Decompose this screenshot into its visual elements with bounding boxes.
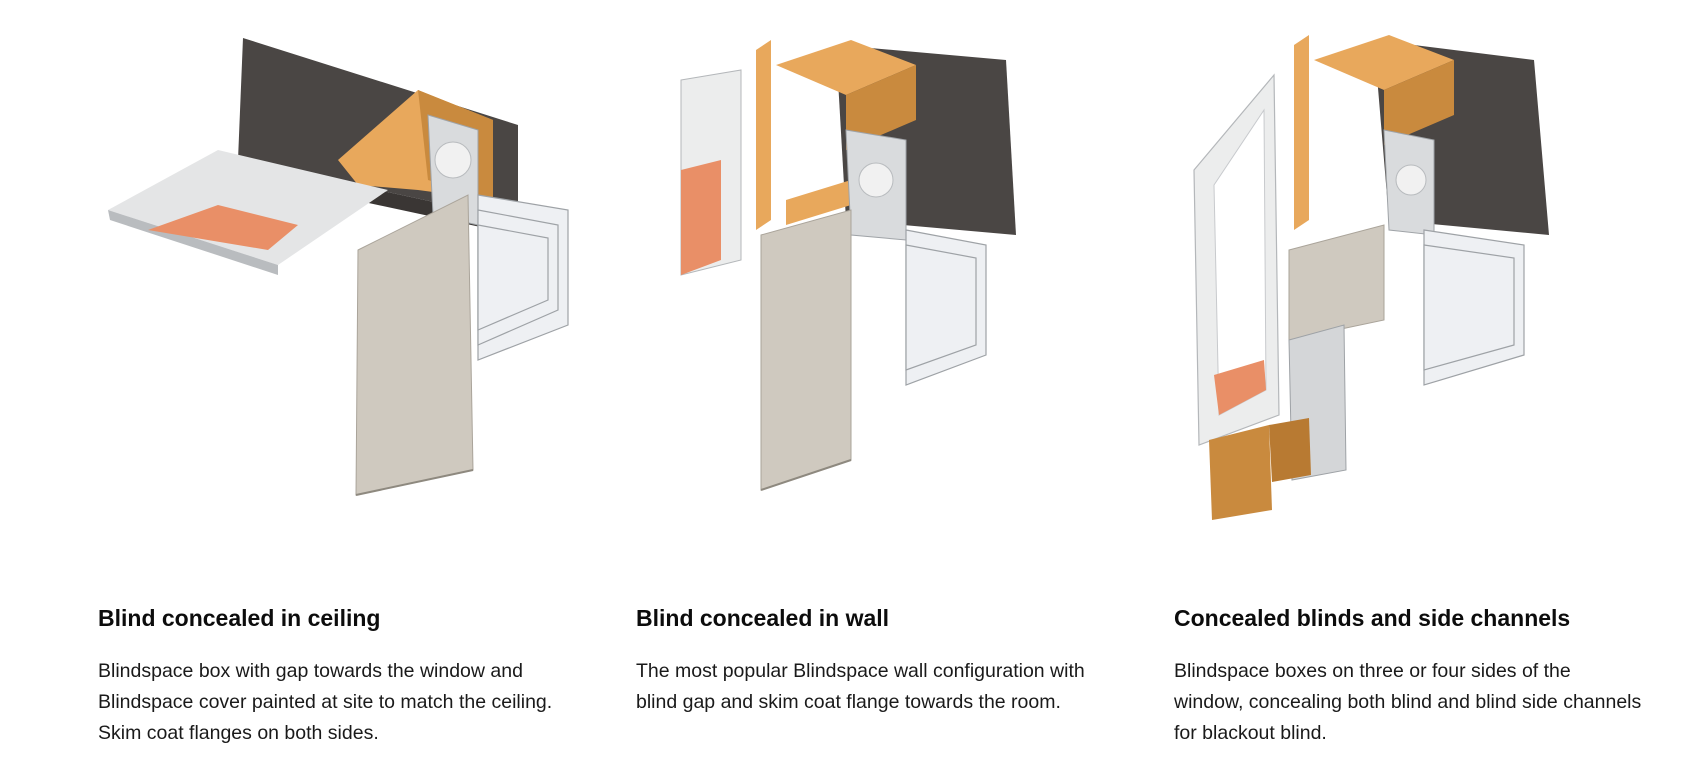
card-title: Concealed blinds and side channels	[1174, 605, 1571, 631]
product-card-side-channels: Concealed blinds and side channels Blind…	[1174, 0, 1654, 771]
wall-blind-illustration	[636, 20, 1116, 550]
card-title: Blind concealed in ceiling	[98, 605, 381, 631]
product-card-ceiling: Blind concealed in ceiling Blindspace bo…	[98, 0, 578, 771]
card-title: Blind concealed in wall	[636, 605, 890, 631]
ceiling-blind-image	[108, 38, 569, 496]
card-description: The most popular Blindspace wall configu…	[636, 660, 1085, 713]
ceiling-blind-illustration	[98, 20, 578, 550]
card-description: Blindspace boxes on three or four sides …	[1174, 660, 1642, 744]
side-channels-illustration	[1174, 20, 1654, 550]
side-channels-image	[1193, 35, 1549, 520]
card-description: Blindspace box with gap towards the wind…	[98, 660, 553, 744]
wall-blind-image	[680, 40, 1016, 491]
product-card-wall: Blind concealed in wall The most popular…	[636, 0, 1116, 771]
